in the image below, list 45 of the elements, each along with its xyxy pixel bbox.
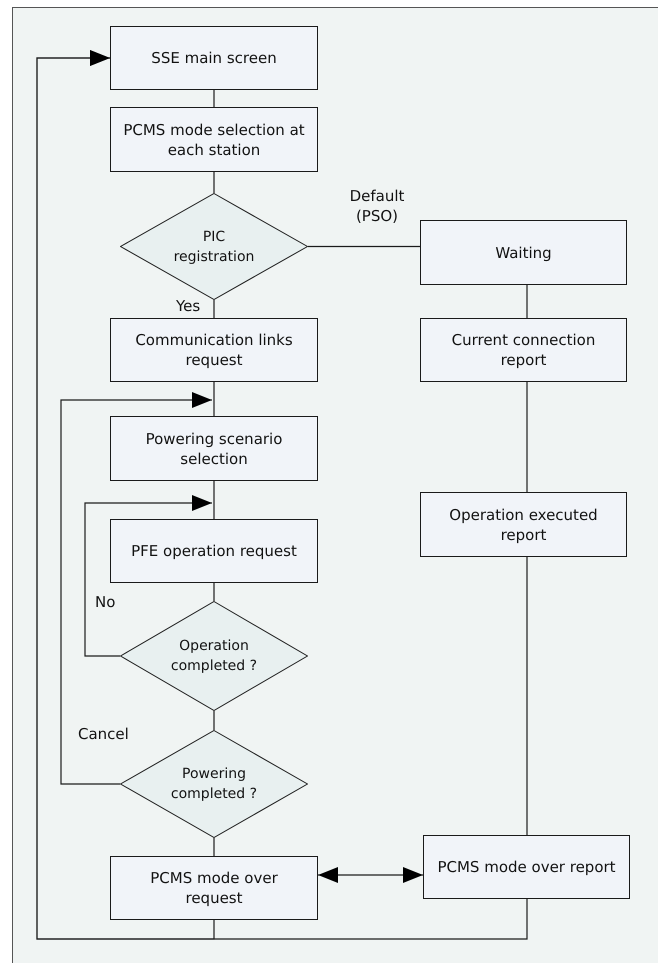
node-text: PCMS mode selection at each station	[122, 120, 306, 160]
connector-line	[213, 711, 215, 730]
connector-line	[526, 557, 528, 835]
decision-diamond	[120, 193, 308, 300]
connector-line	[213, 90, 215, 107]
connector-line	[213, 481, 215, 519]
edge-label: Default (PSO)	[348, 186, 406, 226]
edge-label: Yes	[176, 296, 200, 316]
node-text: PFE operation request	[130, 541, 298, 561]
connector-line	[308, 246, 420, 248]
connector-line	[526, 382, 528, 492]
connector-line	[213, 583, 215, 601]
process-box	[110, 26, 318, 90]
node-text: SSE main screen	[150, 48, 278, 68]
decision-diamond	[120, 601, 308, 711]
process-box	[423, 835, 630, 899]
process-box	[420, 318, 627, 382]
edge-label: Cancel	[78, 724, 129, 744]
node-text: Operation executed report	[448, 504, 599, 544]
process-box	[420, 492, 627, 557]
arrow	[318, 867, 423, 883]
connector-line	[213, 838, 215, 856]
arrow	[60, 392, 212, 785]
node-text: Communication links request	[134, 330, 294, 370]
node-text: PCMS mode over request	[149, 868, 279, 908]
node-text: Powering scenario selection	[144, 428, 284, 468]
connector-line	[213, 382, 215, 416]
node-text: PCMS mode over report	[436, 857, 617, 877]
edge-label: No	[95, 592, 116, 612]
process-box	[110, 519, 318, 583]
node-text: PIC registration	[172, 228, 256, 266]
process-box	[110, 107, 318, 172]
node-text: Current connection report	[450, 330, 596, 370]
arrow	[84, 495, 212, 657]
node-text: Powering completed ?	[170, 765, 258, 804]
node-text: Waiting	[494, 242, 553, 262]
connector-line	[213, 172, 215, 193]
process-box	[110, 416, 318, 481]
arrow	[36, 50, 528, 940]
connector-line	[213, 300, 215, 318]
process-box	[110, 318, 318, 382]
process-box	[110, 856, 318, 920]
node-text: Operation completed ?	[170, 637, 258, 676]
process-box	[420, 220, 627, 285]
connector-line	[526, 285, 528, 318]
